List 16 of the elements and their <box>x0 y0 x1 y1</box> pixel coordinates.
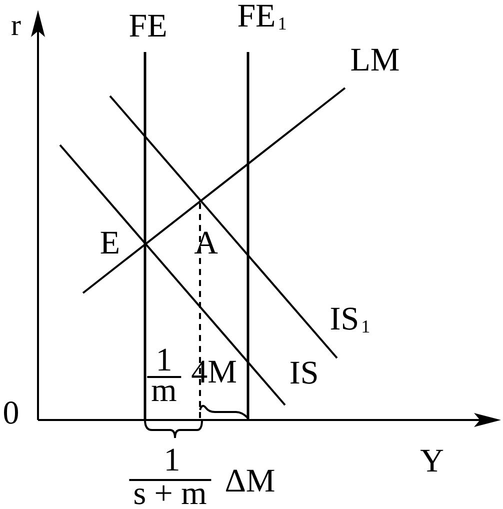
curve-label: IS$_{1}$ <box>330 304 370 336</box>
curve-label: IS <box>289 358 319 390</box>
axis-label: Y <box>420 446 444 478</box>
curve-label: FE$_{1}$ <box>237 0 287 34</box>
fraction-numerator: 1 <box>164 444 180 478</box>
point-label: A <box>194 228 218 260</box>
curve-label: LM <box>350 44 400 78</box>
math-term: ΔM <box>224 466 276 498</box>
math-term: 4M <box>191 356 237 390</box>
fraction-denominator: m <box>147 376 181 404</box>
fraction-numerator: 1 <box>156 344 172 378</box>
axis-label: r <box>11 11 21 41</box>
origin-label: 0 <box>2 398 20 430</box>
curve-label: FE <box>128 10 168 44</box>
fraction-denominator: s + m <box>129 479 211 508</box>
point-label: E <box>100 228 120 260</box>
